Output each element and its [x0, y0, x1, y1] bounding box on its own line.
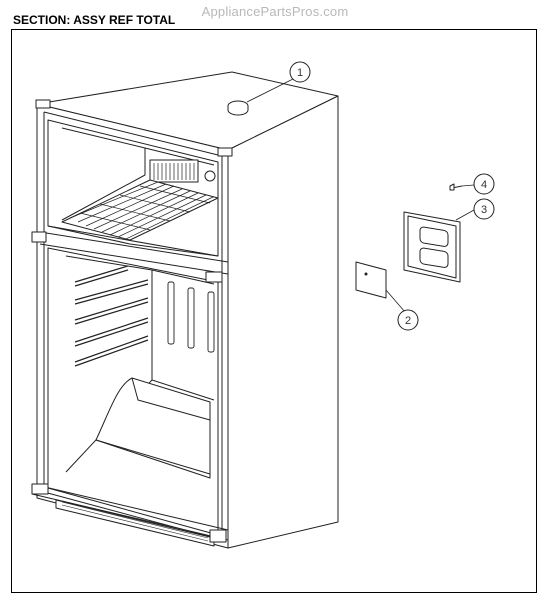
refrigerator-cabinet	[36, 71, 339, 549]
part-3-bezel-frame	[403, 211, 461, 283]
callout-1-label: 1	[297, 67, 303, 79]
callout-1	[289, 61, 311, 83]
diagram-frame	[11, 29, 537, 593]
site-watermark: AppliancePartsPros.com	[201, 4, 349, 19]
callout-3	[473, 198, 495, 220]
callout-3-label: 3	[481, 204, 487, 216]
callout-4-label: 4	[481, 179, 487, 191]
freezer-compartment	[39, 119, 229, 275]
part-1-top-plug	[227, 100, 249, 116]
section-title: SECTION: ASSY REF TOTAL	[13, 13, 176, 27]
fresh-food-compartment	[31, 247, 229, 547]
callout-2-label: 2	[405, 315, 411, 327]
part-4-screw	[449, 183, 463, 191]
door-hinges	[31, 99, 233, 543]
callout-leaders	[246, 78, 475, 313]
part-2-cover-plate	[355, 261, 387, 299]
callout-2	[397, 309, 419, 331]
callout-4	[473, 173, 495, 195]
